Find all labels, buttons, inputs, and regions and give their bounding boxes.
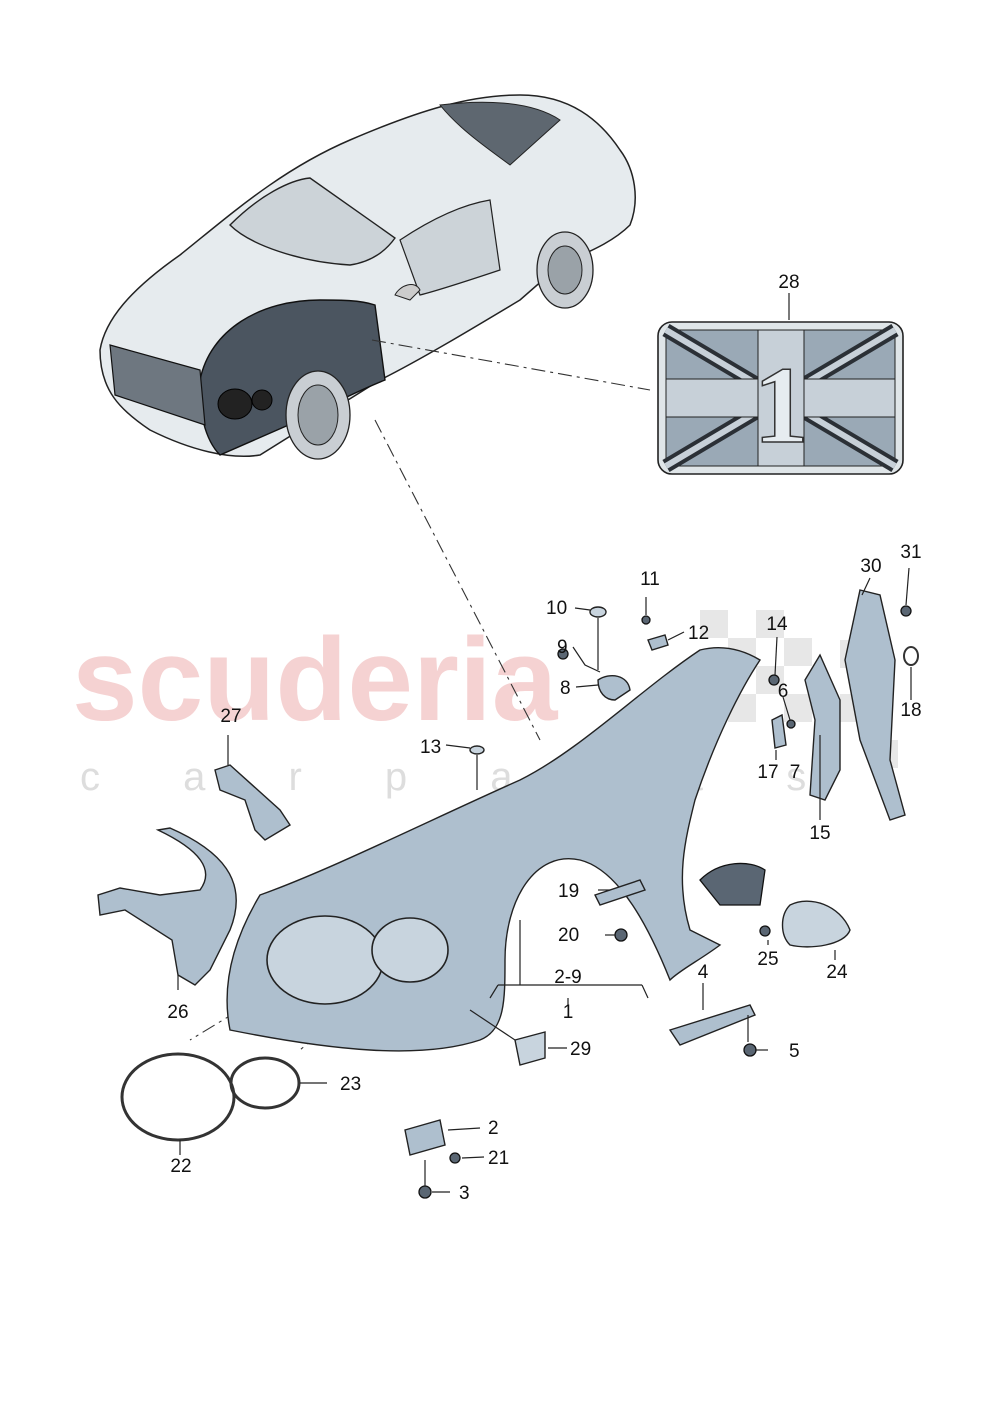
union-jack-badge: 1 <box>657 321 904 475</box>
part-13-cap <box>469 745 485 755</box>
callout-1: 1 <box>563 1002 574 1023</box>
callout-28: 28 <box>778 272 799 293</box>
callout-5: 5 <box>789 1041 800 1062</box>
callout-26: 26 <box>167 1002 188 1023</box>
callout-2: 2 <box>488 1118 499 1139</box>
callout-6: 6 <box>778 681 789 702</box>
callout-14: 14 <box>766 614 788 635</box>
part-10-cap <box>589 606 607 618</box>
badge-numeral: 1 <box>754 344 809 466</box>
part-29-clip <box>514 1031 546 1066</box>
callout-2-9: 2-9 <box>554 967 581 988</box>
small-parts <box>97 589 919 1199</box>
callout-29: 29 <box>570 1039 591 1060</box>
callout-17: 17 <box>757 762 778 783</box>
callout-30: 30 <box>860 556 881 577</box>
part-30-panel <box>844 589 906 821</box>
callout-12: 12 <box>688 623 709 644</box>
callout-20: 20 <box>558 925 579 946</box>
part-31-bolt <box>900 605 912 617</box>
part-20-bolt <box>614 928 628 942</box>
callout-11: 11 <box>640 569 660 590</box>
part-4-strip <box>668 1004 756 1046</box>
callout-10: 10 <box>546 598 567 619</box>
callout-15: 15 <box>809 823 830 844</box>
part-12-clip <box>647 634 669 651</box>
callout-3: 3 <box>459 1183 470 1204</box>
part-25-bolt <box>759 925 771 937</box>
callout-21: 21 <box>488 1148 509 1169</box>
callout-8: 8 <box>560 678 571 699</box>
part-26-hinge <box>97 827 237 986</box>
part-2-bracket <box>404 1119 446 1156</box>
callout-18: 18 <box>900 700 921 721</box>
callout-25: 25 <box>757 949 778 970</box>
callout-19: 19 <box>558 881 579 902</box>
part-3-bolt <box>418 1185 432 1199</box>
leader-lines <box>177 293 912 1193</box>
car-overview <box>99 94 636 460</box>
callout-23: 23 <box>340 1074 361 1095</box>
callout-22: 22 <box>170 1156 191 1177</box>
callout-4: 4 <box>698 962 709 983</box>
part-7-nut <box>786 719 796 729</box>
part-24-cover <box>781 900 851 948</box>
callout-9: 9 <box>557 637 568 658</box>
watermark-brand: scuderia <box>72 614 559 746</box>
part-23-seal <box>229 1056 301 1110</box>
part-15-panel <box>804 653 841 801</box>
part-27-bracket <box>214 764 291 841</box>
part-5-bolt <box>743 1043 757 1057</box>
callout-31: 31 <box>900 542 921 563</box>
part-21-nut <box>449 1152 461 1164</box>
callout-7: 7 <box>790 762 801 783</box>
part-17-clip <box>771 713 787 749</box>
front-fender <box>226 647 766 1052</box>
callout-labels: 1 2-9 2 3 4 5 6 7 8 9 10 11 12 13 14 15 … <box>167 272 921 1204</box>
callout-24: 24 <box>826 962 848 983</box>
part-9-nut <box>557 648 569 660</box>
watermark-tagline: c a r p a r t s <box>80 755 842 799</box>
part-11-bolt <box>641 615 651 625</box>
part-14-bolt <box>768 674 780 686</box>
part-19-bracket <box>594 879 646 906</box>
part-22-seal <box>120 1052 236 1142</box>
part-8-clip <box>597 674 631 701</box>
part-18-grommet <box>903 646 919 666</box>
callout-27: 27 <box>220 706 241 727</box>
callout-13: 13 <box>420 737 441 758</box>
